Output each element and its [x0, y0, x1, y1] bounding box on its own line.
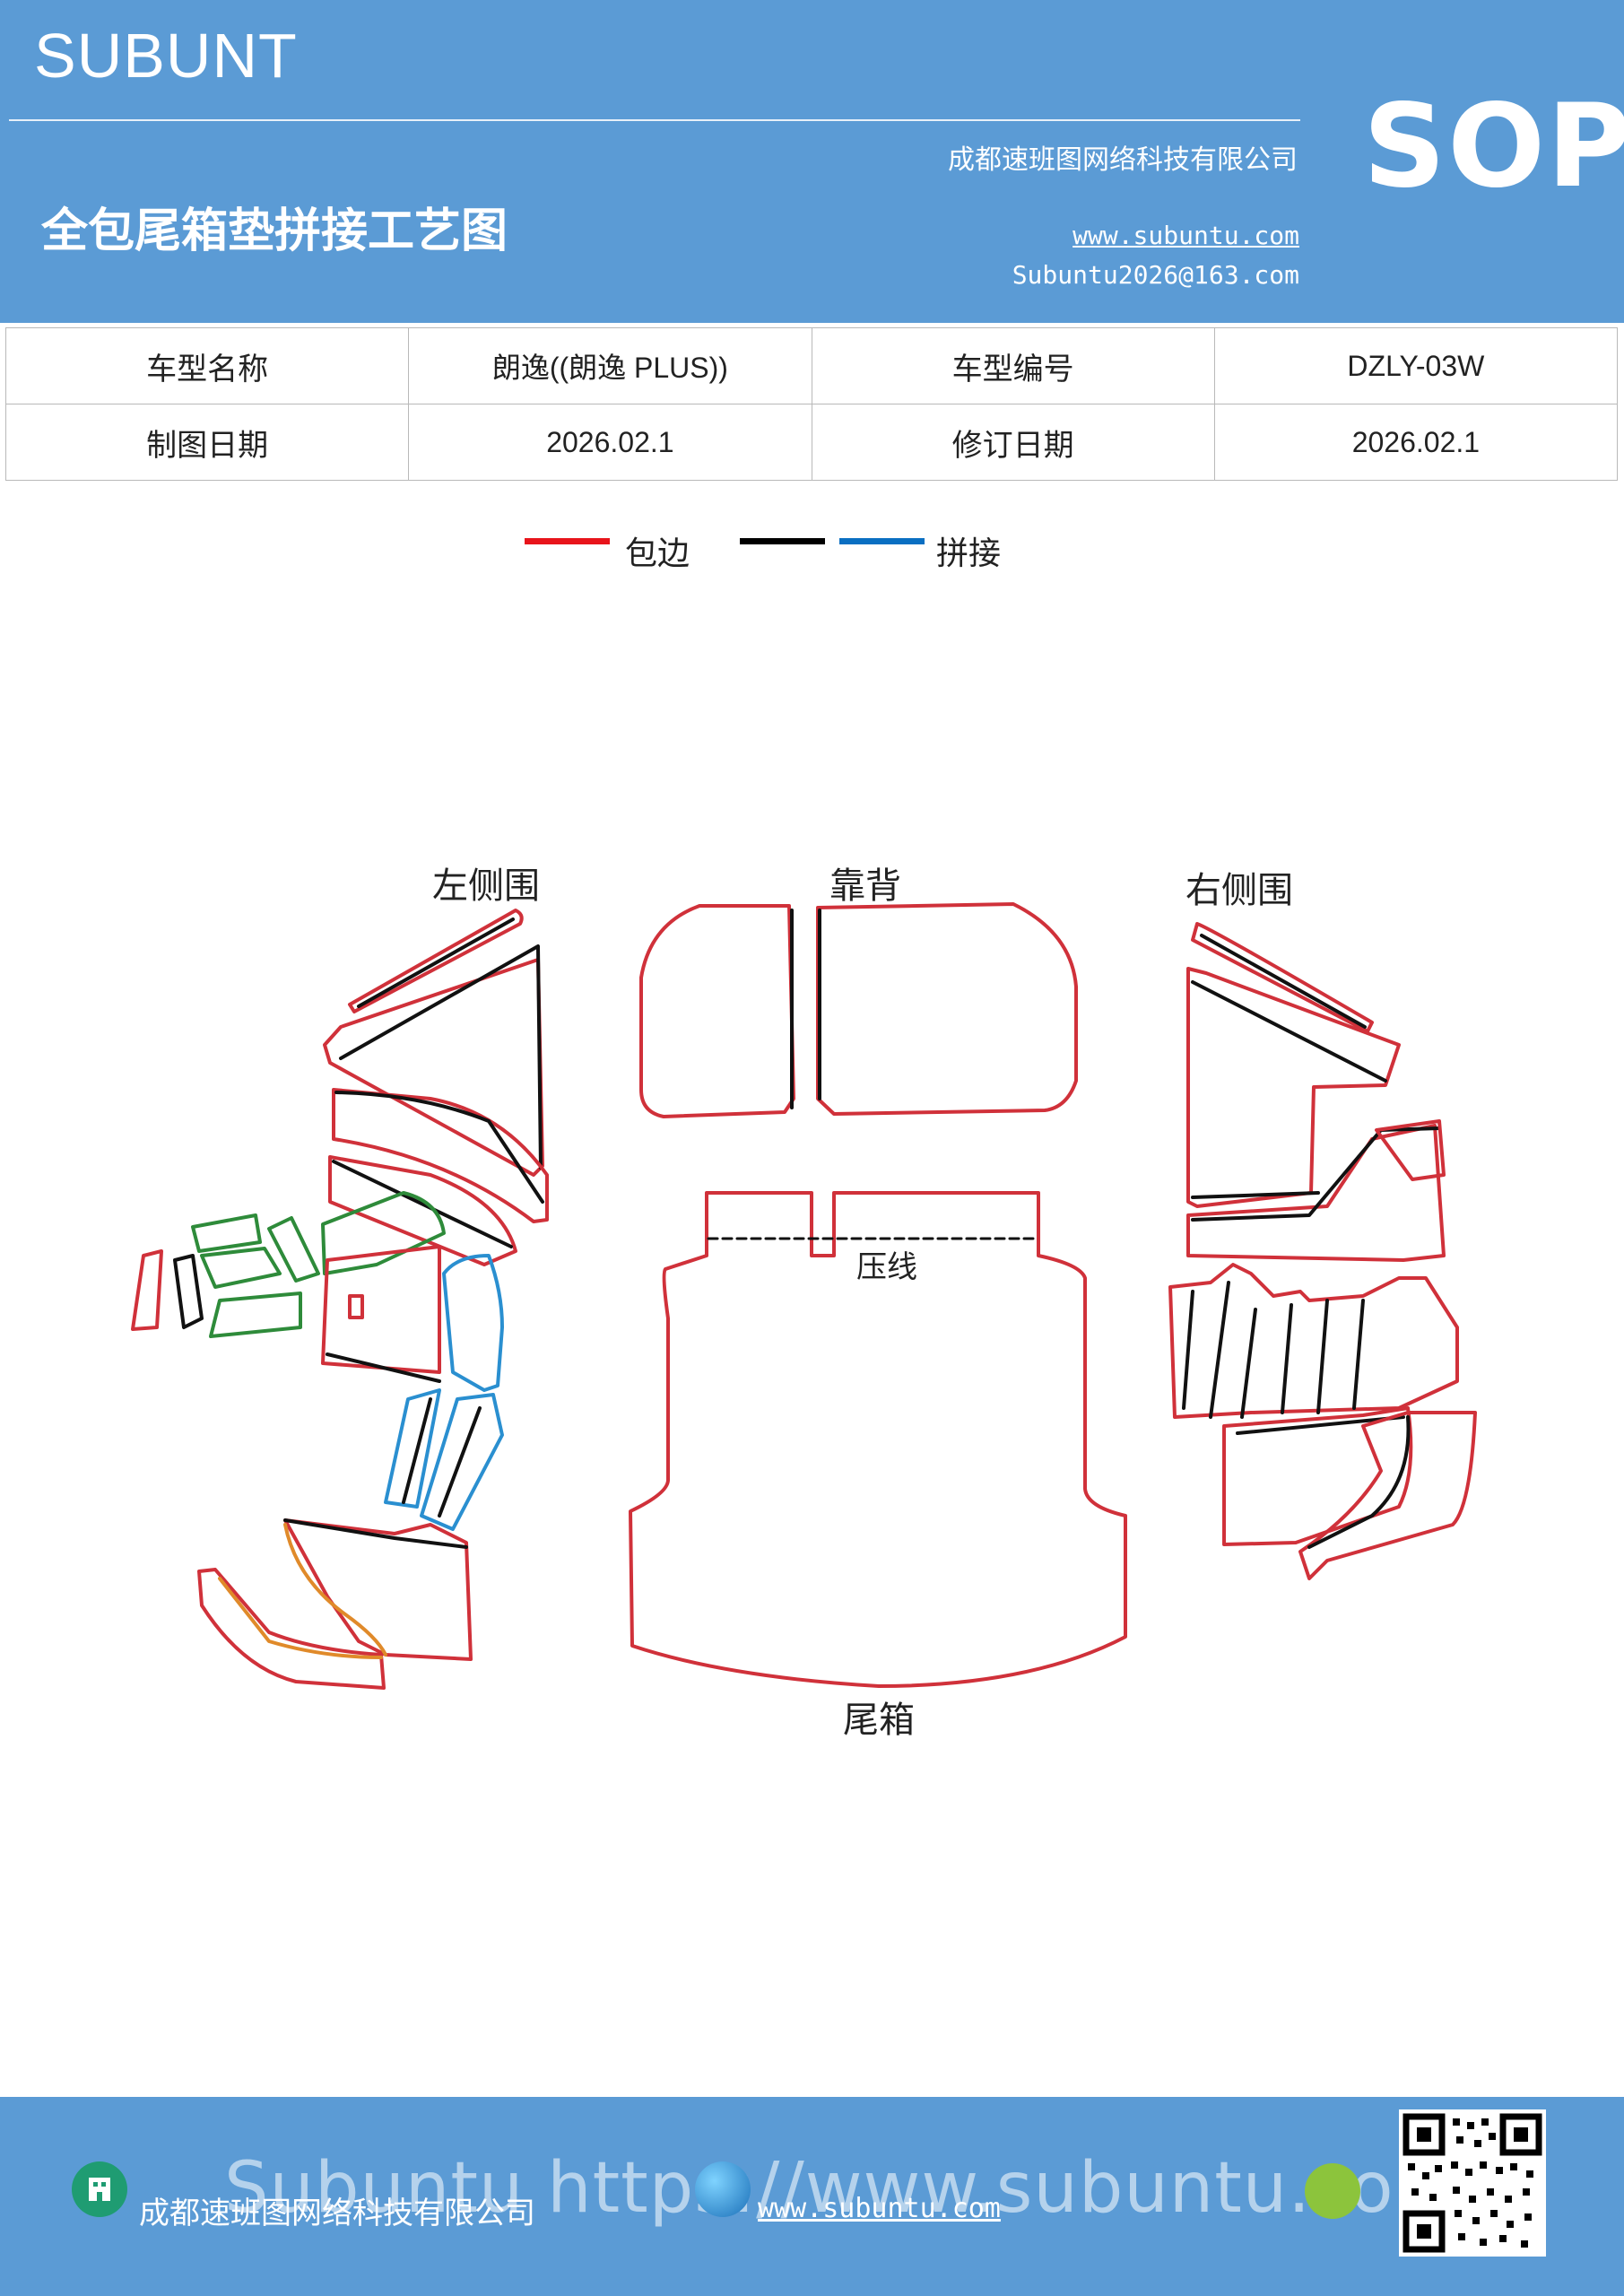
footer-watermark: Subuntu https://www.subuntu.com	[224, 2148, 1463, 2229]
legend: 包边 拼接	[0, 527, 1624, 572]
globe-icon	[695, 2161, 751, 2217]
label-trunk: 尾箱	[843, 1700, 915, 1741]
left-orange-piece	[283, 1523, 387, 1657]
legend-seam-swatch	[839, 538, 925, 544]
footer-website-link[interactable]: www.subuntu.com	[758, 2193, 1001, 2224]
website-link[interactable]: www.subuntu.com	[1073, 221, 1299, 250]
right-big-panel	[1186, 967, 1401, 1208]
right-top-strip	[1191, 922, 1374, 1033]
table-row: 车型名称 朗逸((朗逸 PLUS)) 车型编号 DZLY-03W	[4, 327, 1619, 404]
back-right-piece	[816, 902, 1078, 1116]
revision-date-value: 2026.02.1	[1213, 404, 1619, 481]
legend-edge-swatch	[525, 538, 610, 544]
model-code-value: DZLY-03W	[1213, 327, 1619, 404]
right-side-pieces	[1168, 922, 1477, 1580]
qr-code-pattern	[1403, 2113, 1542, 2253]
right-small-piece	[1375, 1119, 1446, 1181]
label-left-side: 左侧围	[432, 865, 540, 907]
label-back-rest: 靠背	[829, 865, 901, 907]
draw-date-label: 制图日期	[4, 404, 410, 481]
footer-company: 成都速班图网络科技有限公司	[139, 2196, 535, 2231]
label-press-line: 压线	[856, 1249, 917, 1285]
left-red-block	[321, 1245, 441, 1374]
legend-black-swatch	[740, 538, 825, 544]
model-code-label: 车型编号	[811, 327, 1215, 404]
left-blue-strips	[384, 1388, 441, 1509]
left-blue-piece	[442, 1254, 504, 1392]
right-bottom-panel	[1222, 1406, 1413, 1546]
trunk-floor-outline	[629, 1191, 1127, 1688]
left-side-pieces	[131, 909, 549, 1690]
left-top-strip	[348, 909, 524, 1013]
back-rest-pieces	[639, 902, 1078, 1118]
left-corner-piece	[197, 1568, 386, 1690]
left-green-cluster	[191, 1213, 262, 1253]
back-left-piece	[639, 904, 795, 1118]
left-mid-panel	[332, 1088, 549, 1223]
table-row: 制图日期 2026.02.1 修订日期 2026.02.1	[4, 404, 1619, 481]
building-icon-glyph	[89, 2178, 110, 2201]
label-right-side: 右侧围	[1185, 870, 1293, 911]
sop-badge: SOP	[1363, 80, 1624, 213]
company-name: 成都速班图网络科技有限公司	[948, 144, 1298, 176]
wechat-icon	[1305, 2163, 1360, 2219]
left-small-notch	[348, 1294, 364, 1319]
right-pleat-panel	[1168, 1263, 1459, 1419]
revision-date-label: 修订日期	[811, 404, 1215, 481]
header-divider	[9, 119, 1300, 121]
building-icon	[72, 2161, 127, 2217]
right-mid-panel	[1186, 1124, 1446, 1262]
trunk-floor	[629, 1191, 1127, 1688]
legend-seam-label: 拼接	[936, 535, 1002, 572]
header-banner	[0, 0, 1624, 323]
legend-edge-label: 包边	[625, 535, 690, 572]
vehicle-info-table: 车型名称 朗逸((朗逸 PLUS)) 车型编号 DZLY-03W 制图日期 20…	[4, 327, 1619, 481]
model-name-value: 朗逸((朗逸 PLUS))	[408, 327, 812, 404]
contact-email[interactable]: Subuntu2026@163.com	[1012, 260, 1299, 290]
brand-logo-text: SUBUNT	[34, 21, 298, 91]
qr-code-image	[1399, 2109, 1546, 2257]
right-corner-piece	[1298, 1411, 1477, 1580]
left-bottom-panel	[283, 1518, 473, 1661]
left-lower-panel	[328, 1155, 517, 1266]
document-title: 全包尾箱垫拼接工艺图	[41, 204, 508, 258]
model-name-label: 车型名称	[4, 327, 410, 404]
draw-date-value: 2026.02.1	[408, 404, 812, 481]
